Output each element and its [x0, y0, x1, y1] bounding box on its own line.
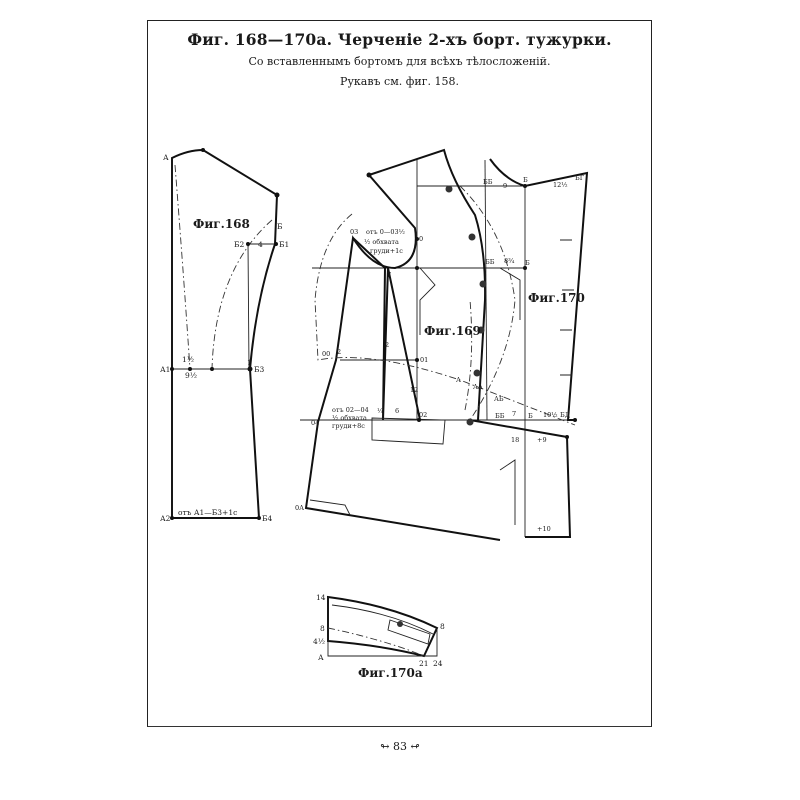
point-label: 2 [337, 348, 341, 356]
point-label: 0 [419, 235, 423, 243]
point-label: +9 [537, 436, 547, 444]
point-label: БД [560, 411, 570, 419]
fig170-label: Фиг.170 [528, 291, 585, 305]
point-label: 03 [350, 228, 358, 236]
point-label: А [318, 653, 324, 662]
point-label: Б4 [262, 514, 273, 523]
point-label: 00 [322, 350, 330, 358]
fig169-label: Фиг.169 [424, 324, 481, 338]
point-label: 8 [440, 622, 445, 631]
point-label: 04 [311, 419, 319, 427]
fig169-170-pattern [300, 148, 589, 541]
point-label: 01 [420, 356, 428, 364]
fig170a-label: Фиг.170а [358, 666, 423, 680]
point-label: 24 [433, 659, 443, 668]
point-label: БГ [575, 174, 585, 182]
point-label: ½ обхвата [364, 238, 399, 246]
fig170a-pattern [327, 595, 439, 658]
point-label: 0А [295, 504, 304, 512]
sleeve-note: Рукавъ см. фиг. 158. [340, 75, 459, 88]
point-label: Б [528, 412, 533, 420]
point-label: Б [523, 176, 528, 184]
point-label: 4½ [313, 637, 325, 646]
page-number: ↬ 83 ↫ [0, 740, 800, 753]
fig168-label: Фиг.168 [193, 217, 250, 231]
point-label: 12 [410, 386, 418, 394]
point-label: 7 [512, 410, 516, 418]
point-label: 9 [503, 182, 507, 190]
ornament-left: ↬ [380, 740, 390, 753]
point-label: 21 [419, 659, 429, 668]
point-label: А1 [160, 365, 170, 374]
point-label: ББ [495, 412, 505, 420]
point-label: 8¾ [504, 257, 515, 265]
point-label: ½ обхвата [332, 414, 367, 422]
point-label: отъ А1—Б3+1с [178, 508, 237, 517]
point-label: 7 [387, 271, 391, 279]
point-label: 8 [320, 624, 325, 633]
point-label: +10 [537, 525, 551, 533]
point-label: 02 [419, 411, 427, 419]
page-title: Фиг. 168—170а. Черченіе 2-хъ борт. тужур… [187, 30, 612, 49]
point-label: 10½ [543, 411, 558, 419]
point-label: отъ 0—03½ [366, 228, 405, 236]
point-label: Б [525, 259, 530, 267]
point-label: ББ [485, 258, 495, 266]
point-label: Б1 [279, 240, 289, 249]
point-label: 14 [316, 593, 326, 602]
point-label: Б [277, 222, 283, 231]
point-label: 4 [258, 240, 263, 249]
point-label: 1 [247, 358, 252, 367]
point-label: ¼ [377, 407, 384, 415]
page-number-value: 83 [393, 740, 407, 753]
point-label: отъ 02—04 [332, 406, 369, 414]
point-label: А [456, 376, 461, 384]
ornament-right: ↫ [410, 740, 420, 753]
point-label: груди+1с [370, 247, 403, 255]
point-label: 9½ [185, 371, 197, 380]
point-label: 2 [385, 341, 389, 349]
page-subtitle: Со вставленнымъ бортомъ для всѣхъ тѣлосл… [248, 55, 551, 68]
point-label: А2 [160, 514, 171, 523]
point-label: АА [473, 383, 483, 391]
point-label: ББ [483, 178, 493, 186]
point-label: АБ [494, 395, 504, 403]
fig168-pattern [170, 148, 280, 520]
point-label: 1½ [182, 355, 194, 364]
point-label: 12½ [553, 181, 568, 189]
point-label: 6 [395, 407, 399, 415]
point-label: Б3 [254, 365, 265, 374]
point-label: А [163, 153, 169, 162]
point-label: Б2 [234, 240, 245, 249]
point-label: груди+8с [332, 422, 365, 430]
page-frame [147, 20, 652, 727]
point-label: 18 [511, 436, 519, 444]
